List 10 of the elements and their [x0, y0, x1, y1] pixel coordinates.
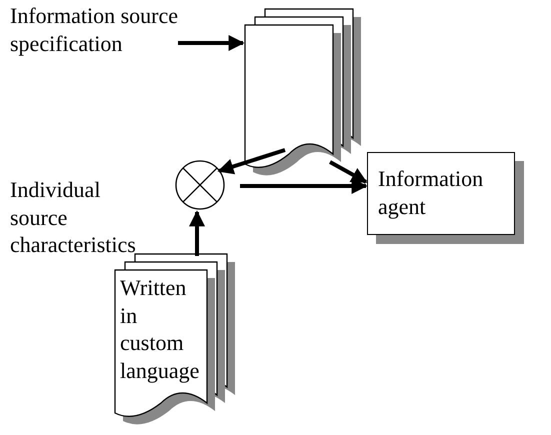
- arrow: [178, 35, 245, 51]
- arrow: [189, 210, 205, 256]
- node-label: Information agent: [378, 165, 484, 220]
- arrow: [240, 178, 368, 194]
- text-label: Individual source characteristics: [10, 176, 137, 258]
- arrow: [329, 160, 368, 184]
- node-label: Written in custom language: [120, 274, 200, 384]
- arrow: [217, 148, 286, 174]
- combiner-circle: [175, 160, 225, 210]
- text-label: Information source specification: [10, 2, 179, 57]
